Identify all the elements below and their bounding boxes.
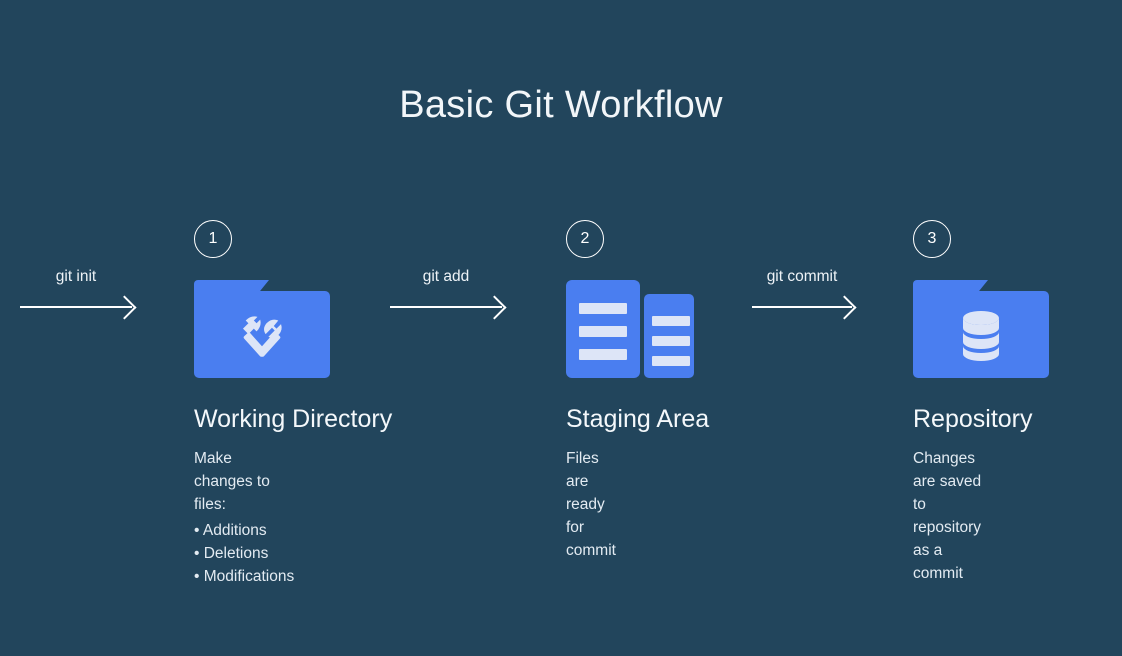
stage-heading: Working Directory — [194, 405, 393, 433]
file-card-back — [644, 294, 694, 378]
page-title: Basic Git Workflow — [399, 84, 723, 126]
file-line — [652, 356, 690, 366]
stage-description: Changes are saved to repository as a com… — [913, 447, 981, 585]
database-glyph — [913, 291, 1049, 378]
arrow-line — [20, 306, 132, 308]
folder-body — [194, 291, 330, 378]
stage-number-badge: 2 — [566, 220, 604, 258]
file-line — [652, 316, 690, 326]
file-line — [579, 303, 627, 314]
arrow-line — [752, 306, 852, 308]
folder-database-icon — [913, 280, 1049, 378]
stage-number-badge: 3 — [913, 220, 951, 258]
arrow-head-icon — [482, 295, 507, 320]
list-item: • Modifications — [194, 568, 295, 585]
stage-number-badge: 1 — [194, 220, 232, 258]
folder-tools-icon — [194, 280, 330, 378]
staged-files-icon — [566, 280, 694, 378]
desc-lead: Changes are saved to — [913, 450, 982, 513]
list-item: • Deletions — [194, 545, 269, 562]
list-item: • Additions — [194, 522, 267, 539]
stage-heading: Staging Area — [566, 405, 710, 433]
tools-glyph — [194, 291, 330, 378]
file-line — [579, 326, 627, 337]
arrow-git-init: git init — [20, 262, 137, 320]
file-line — [652, 336, 690, 346]
file-card-front — [566, 280, 640, 378]
stage-heading: Repository — [913, 405, 1033, 433]
arrow-git-add: git add — [390, 262, 507, 320]
arrow-label-git-add: git add — [422, 268, 470, 285]
arrow-git-commit: git commit — [752, 262, 857, 320]
arrow-label-git-init: git init — [55, 268, 97, 285]
arrow-line — [390, 306, 502, 308]
arrow-head-icon — [832, 295, 857, 320]
desc-lead: Make changes to files: — [194, 450, 270, 513]
desc-lead: Files are ready for commit — [566, 450, 616, 559]
desc-bullets: • Additions • Deletions • Modifications — [194, 519, 294, 588]
file-line — [579, 349, 627, 360]
arrow-head-icon — [112, 295, 137, 320]
stage-description: Make changes to files: • Additions • Del… — [194, 447, 294, 588]
arrow-label-git-commit: git commit — [766, 268, 838, 285]
desc-line-2: repository as a commit — [913, 519, 982, 582]
stage-description: Files are ready for commit — [566, 447, 616, 562]
